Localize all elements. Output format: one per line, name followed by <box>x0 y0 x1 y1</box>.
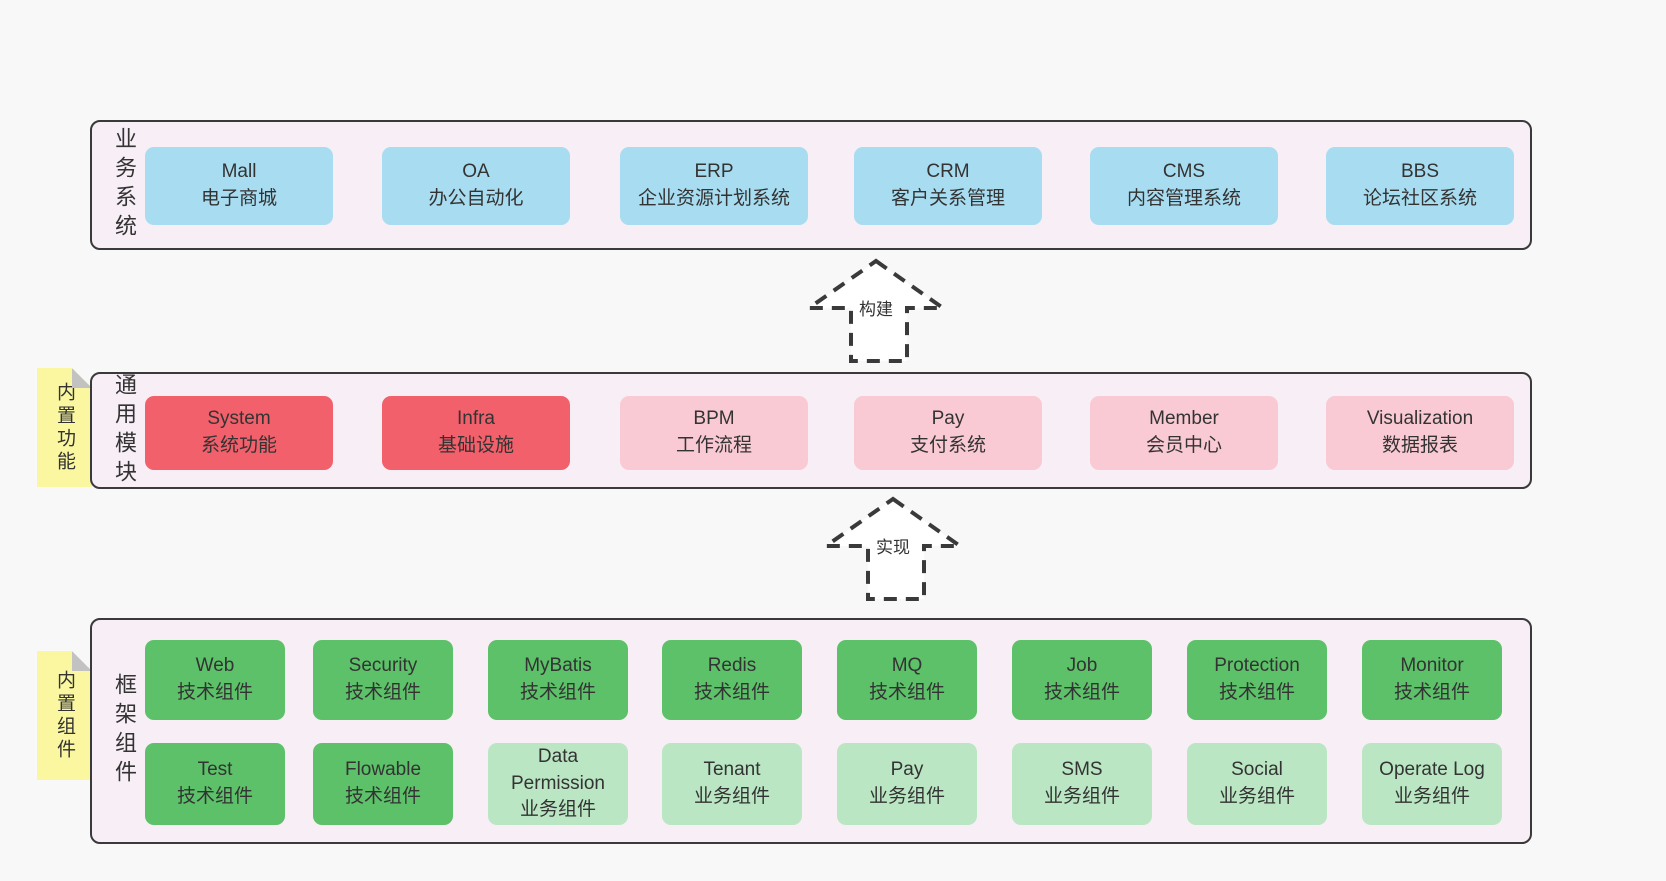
box-name: Security <box>348 655 418 677</box>
box-desc: 系统功能 <box>200 435 277 456</box>
box-redis: Redis 技术组件 <box>662 640 802 720</box>
box-security: Security 技术组件 <box>313 640 453 720</box>
box-desc: 业务组件 <box>1393 786 1470 807</box>
box-system: System 系统功能 <box>145 396 333 470</box>
box-name: BBS <box>1400 161 1440 183</box>
box-name: Operate Log <box>1379 759 1485 781</box>
panel-business-systems: 业务系统 Mall 电子商城 OA 办公自动化 ERP 企业资源计划系统 CRM… <box>90 120 1532 250</box>
box-desc: 技术组件 <box>344 786 421 807</box>
box-desc: 业务组件 <box>519 799 596 821</box>
box-desc: 业务组件 <box>1218 786 1295 807</box>
box-name: Data Permission <box>511 746 605 794</box>
box-desc: 基础设施 <box>437 435 514 456</box>
box-name: Pay <box>931 408 965 430</box>
box-desc: 业务组件 <box>693 786 770 807</box>
box-mall: Mall 电子商城 <box>145 147 333 225</box>
box-desc: 业务组件 <box>1043 786 1120 807</box>
box-desc: 技术组件 <box>693 682 770 703</box>
box-name: MyBatis <box>524 655 592 677</box>
box-desc: 技术组件 <box>868 682 945 703</box>
box-visualization: Visualization 数据报表 <box>1326 396 1514 470</box>
panel-title-framework-components: 框架组件 <box>112 673 137 789</box>
box-data-permission: Data Permission 业务组件 <box>488 743 628 825</box>
folded-corner-icon <box>72 651 92 671</box>
box-operate-log: Operate Log 业务组件 <box>1362 743 1502 825</box>
box-name: Infra <box>456 408 496 430</box>
box-erp: ERP 企业资源计划系统 <box>620 147 808 225</box>
box-name: Tenant <box>703 759 761 781</box>
box-cms: CMS 内容管理系统 <box>1090 147 1278 225</box>
panel-framework-components: 框架组件 Web 技术组件 Security 技术组件 MyBatis 技术组件… <box>90 618 1532 844</box>
box-pay-component: Pay 业务组件 <box>837 743 977 825</box>
box-name: Protection <box>1214 655 1300 677</box>
box-name: OA <box>462 161 490 183</box>
box-desc: 技术组件 <box>176 786 253 807</box>
box-name: Visualization <box>1366 408 1474 430</box>
box-desc: 电子商城 <box>200 188 277 209</box>
panel-common-modules: 通用模块 System 系统功能 Infra 基础设施 BPM 工作流程 Pay… <box>90 372 1532 489</box>
box-mq: MQ 技术组件 <box>837 640 977 720</box>
box-tenant: Tenant 业务组件 <box>662 743 802 825</box>
box-desc: 技术组件 <box>344 682 421 703</box>
folded-corner-icon <box>72 368 92 388</box>
sticky-label: 内置组件 <box>54 669 75 762</box>
sticky-label: 内置功能 <box>54 381 75 474</box>
box-test: Test 技术组件 <box>145 743 285 825</box>
box-monitor: Monitor 技术组件 <box>1362 640 1502 720</box>
box-mybatis: MyBatis 技术组件 <box>488 640 628 720</box>
box-desc: 工作流程 <box>675 435 752 456</box>
box-name: Job <box>1066 655 1098 677</box>
box-name: System <box>207 408 271 430</box>
panel-title-business-systems: 业务系统 <box>112 127 137 243</box>
box-desc: 技术组件 <box>519 682 596 703</box>
box-infra: Infra 基础设施 <box>382 396 570 470</box>
box-name: Flowable <box>344 759 422 781</box>
box-name: Member <box>1149 408 1219 430</box>
box-name: MQ <box>891 655 923 677</box>
box-name: Test <box>197 759 233 781</box>
box-name: Social <box>1231 759 1283 781</box>
box-desc: 支付系统 <box>909 435 986 456</box>
box-name: CRM <box>926 161 970 183</box>
box-desc: 客户关系管理 <box>890 188 1005 209</box>
box-name: SMS <box>1061 759 1103 781</box>
box-name: Web <box>195 655 235 677</box>
box-protection: Protection 技术组件 <box>1187 640 1327 720</box>
box-name: CMS <box>1162 161 1206 183</box>
box-member: Member 会员中心 <box>1090 396 1278 470</box>
box-desc: 技术组件 <box>1218 682 1295 703</box>
box-desc: 业务组件 <box>868 786 945 807</box>
arrow-label-implement: 实现 <box>873 532 913 559</box>
box-web: Web 技术组件 <box>145 640 285 720</box>
box-desc: 技术组件 <box>1043 682 1120 703</box>
box-desc: 内容管理系统 <box>1126 188 1241 209</box>
box-name: ERP <box>694 161 734 183</box>
box-job: Job 技术组件 <box>1012 640 1152 720</box>
box-oa: OA 办公自动化 <box>382 147 570 225</box>
sticky-note-built-in-features: 内置功能 <box>37 368 92 487</box>
box-name: Mall <box>221 161 257 183</box>
arrow-label-build: 构建 <box>856 294 896 321</box>
box-social: Social 业务组件 <box>1187 743 1327 825</box>
box-name: Redis <box>707 655 757 677</box>
box-bpm: BPM 工作流程 <box>620 396 808 470</box>
sticky-note-built-in-components: 内置组件 <box>37 651 92 780</box>
box-bbs: BBS 论坛社区系统 <box>1326 147 1514 225</box>
box-desc: 技术组件 <box>176 682 253 703</box>
box-desc: 数据报表 <box>1381 435 1458 456</box>
box-name: Pay <box>890 759 924 781</box>
box-sms: SMS 业务组件 <box>1012 743 1152 825</box>
box-crm: CRM 客户关系管理 <box>854 147 1042 225</box>
box-flowable: Flowable 技术组件 <box>313 743 453 825</box>
box-desc: 会员中心 <box>1145 435 1222 456</box>
box-desc: 办公自动化 <box>428 188 524 209</box>
box-desc: 技术组件 <box>1393 682 1470 703</box>
panel-title-common-modules: 通用模块 <box>112 372 137 489</box>
box-desc: 企业资源计划系统 <box>637 188 790 209</box>
box-name: Monitor <box>1400 655 1464 677</box>
box-desc: 论坛社区系统 <box>1362 188 1477 209</box>
box-name: BPM <box>693 408 735 430</box>
box-pay-module: Pay 支付系统 <box>854 396 1042 470</box>
